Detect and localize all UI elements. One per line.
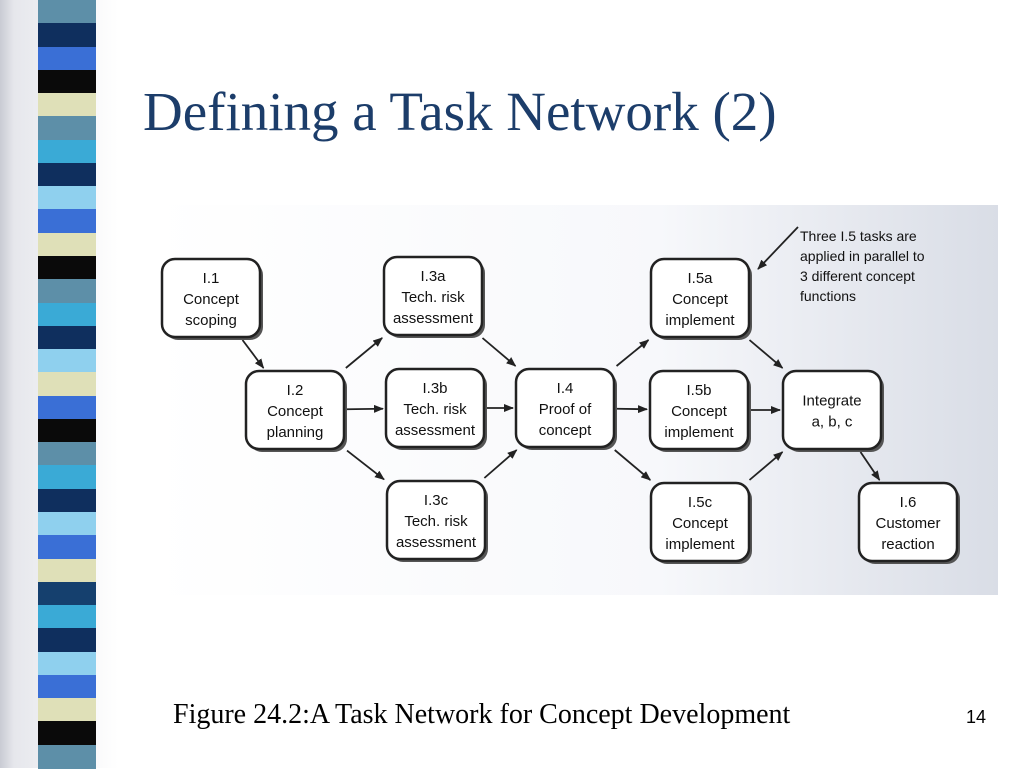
node-label-line: implement (665, 312, 735, 329)
edge-n12-n13a (346, 338, 382, 368)
node-box (783, 371, 881, 449)
node-label-line: Tech. risk (404, 513, 468, 530)
node-label-line: Concept (671, 403, 728, 420)
node-label-line: Tech. risk (401, 289, 465, 306)
node-label-line: I.2 (287, 382, 304, 399)
annotation-text-line: 3 different concept (800, 268, 915, 284)
edge-n12-n13c (347, 451, 384, 480)
annotation-text-line: Three I.5 tasks are (800, 228, 917, 244)
figure-caption: Figure 24.2:A Task Network for Concept D… (173, 699, 790, 731)
stripe-color-blocks (38, 0, 96, 768)
edge-n12-n13b (347, 409, 383, 410)
edge-n15c-nint (750, 452, 783, 480)
side-stripe-decoration (0, 0, 118, 768)
node-label-line: I.3b (422, 380, 447, 397)
node-label-line: a, b, c (812, 414, 853, 431)
node-label-line: Concept (183, 291, 240, 308)
node-label-line: concept (539, 422, 592, 439)
annotation-arrow (758, 227, 798, 269)
node-label-line: implement (665, 536, 735, 553)
annotation-text-line: functions (800, 288, 856, 304)
node-label-line: implement (664, 424, 734, 441)
node-label-line: planning (267, 424, 324, 441)
node-label-line: I.5b (686, 382, 711, 399)
node-label-line: Tech. risk (403, 401, 467, 418)
node-label-line: I.5c (688, 494, 713, 511)
slide-title: Defining a Task Network (2) (143, 80, 777, 143)
edge-nint-n16 (861, 452, 880, 480)
node-label-line: Customer (875, 515, 940, 532)
edge-n11-n12 (243, 340, 264, 368)
node-label-line: I.3a (420, 268, 446, 285)
edge-n15a-nint (750, 340, 783, 368)
node-label-line: assessment (396, 534, 477, 551)
node-label-line: I.4 (557, 380, 574, 397)
node-label-line: scoping (185, 312, 237, 329)
page-number: 14 (966, 707, 986, 728)
node-label-line: Concept (672, 291, 729, 308)
node-label-line: Concept (672, 515, 729, 532)
node-label-line: reaction (881, 536, 934, 553)
node-label-line: assessment (393, 310, 474, 327)
edge-n13c-n14 (484, 450, 516, 478)
task-network-svg: I.1ConceptscopingI.2ConceptplanningI.3aT… (152, 205, 998, 595)
node-label-line: I.5a (687, 270, 713, 287)
node-label-line: Integrate (802, 393, 861, 410)
node-label-line: assessment (395, 422, 476, 439)
edge-n14-n15a (617, 340, 649, 366)
edge-n13a-n14 (483, 338, 516, 366)
node-label-line: I.6 (900, 494, 917, 511)
node-label-line: I.1 (203, 270, 220, 287)
annotation-text-line: applied in parallel to (800, 248, 925, 264)
node-label-line: Concept (267, 403, 324, 420)
task-node-nint: Integrate a, b, c (783, 371, 884, 452)
node-label-line: Proof of (539, 401, 592, 418)
node-label-line: I.3c (424, 492, 449, 509)
edge-n14-n15c (615, 450, 651, 480)
